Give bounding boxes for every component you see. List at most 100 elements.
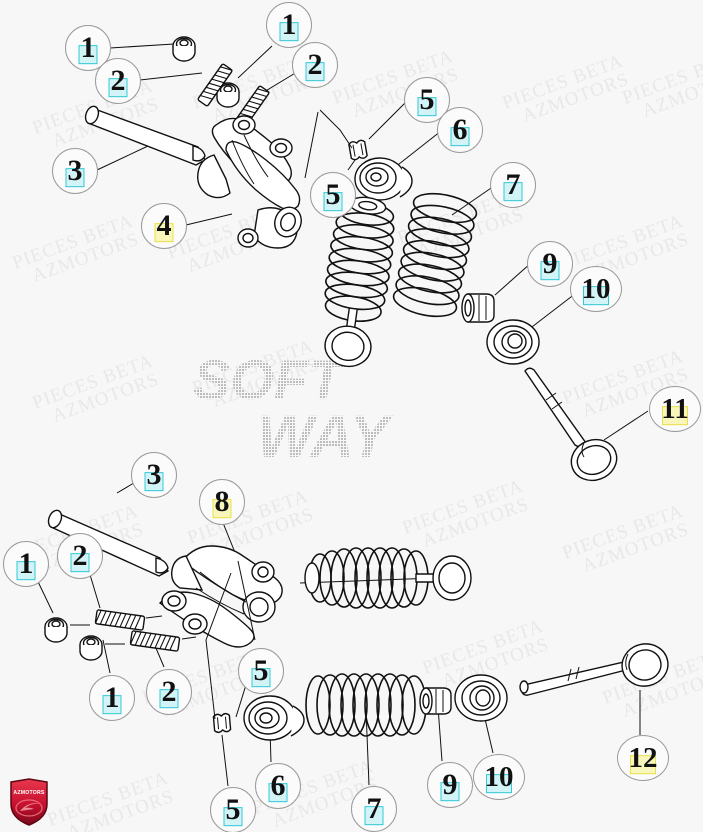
callout-number: 5: [419, 83, 435, 116]
callout-highlight-square: [102, 695, 122, 715]
azmotors-shield-logo: AZMOTORS: [10, 778, 48, 826]
callout-number: 7: [505, 168, 521, 201]
callout-highlight-square: [450, 127, 470, 147]
watermark-line-1: PIECES BETA: [44, 767, 172, 831]
callout-highlight-square: [78, 45, 98, 65]
callout-number: 1: [104, 681, 120, 714]
watermark-line-1: PIECES BETA: [559, 500, 687, 564]
callout-2[interactable]: 2: [57, 533, 103, 579]
callout-5[interactable]: 5: [210, 787, 256, 832]
callout-highlight-square: [583, 286, 609, 306]
callout-highlight-square: [108, 78, 128, 98]
callout-1[interactable]: 1: [3, 541, 49, 587]
callout-highlight-square: [503, 182, 523, 202]
callout-number: 4: [156, 209, 172, 242]
callout-1[interactable]: 1: [65, 25, 111, 71]
watermark-line-2: AZMOTORS: [29, 229, 143, 288]
callout-4[interactable]: 4: [141, 203, 187, 249]
softway-watermark: SOFT WAY: [193, 348, 394, 465]
watermark-line-2: AZMOTORS: [49, 369, 163, 428]
callout-1[interactable]: 1: [89, 675, 135, 721]
callout-9[interactable]: 9: [427, 762, 473, 808]
callout-3[interactable]: 3: [131, 452, 177, 498]
callout-number: 9: [442, 768, 458, 801]
watermark-line-2: AZMOTORS: [579, 519, 693, 578]
callout-number: 5: [253, 654, 269, 687]
callout-6[interactable]: 6: [255, 763, 301, 809]
watermark-line-2: AZMOTORS: [419, 494, 533, 553]
callout-11[interactable]: 11: [649, 386, 701, 432]
svg-text:SOFT: SOFT: [193, 348, 347, 411]
callout-10[interactable]: 10: [570, 266, 622, 312]
callout-highlight-square: [630, 755, 656, 775]
watermark-line-2: AZMOTORS: [639, 64, 703, 123]
watermark-line-1: PIECES BETA: [619, 45, 703, 109]
callout-1[interactable]: 1: [266, 2, 312, 48]
watermark-line-2: AZMOTORS: [519, 69, 633, 128]
callout-highlight-square: [305, 62, 325, 82]
callout-number: 2: [110, 64, 126, 97]
callout-5[interactable]: 5: [238, 648, 284, 694]
callout-highlight-square: [154, 223, 174, 243]
callout-number: 8: [214, 485, 230, 518]
watermark-line-1: PIECES BETA: [29, 350, 157, 414]
callout-number: 7: [366, 792, 382, 825]
callout-number: 2: [161, 675, 177, 708]
svg-text:WAY: WAY: [257, 403, 394, 465]
callout-9[interactable]: 9: [527, 241, 573, 287]
callout-highlight-square: [223, 807, 243, 827]
callout-number: 12: [628, 741, 658, 774]
callout-highlight-square: [268, 783, 288, 803]
callout-highlight-square: [364, 806, 384, 826]
callout-6[interactable]: 6: [437, 107, 483, 153]
callout-3[interactable]: 3: [52, 148, 98, 194]
callout-8[interactable]: 8: [199, 479, 245, 525]
callout-highlight-square: [65, 168, 85, 188]
watermark-line-2: AZMOTORS: [64, 786, 178, 832]
callout-number: 11: [661, 392, 689, 425]
callout-7[interactable]: 7: [351, 786, 397, 832]
callout-number: 1: [281, 8, 297, 41]
callout-12[interactable]: 12: [617, 735, 669, 781]
watermark-line-2: AZMOTORS: [184, 219, 298, 278]
watermark-line-1: PIECES BETA: [9, 210, 137, 274]
callout-highlight-square: [486, 774, 512, 794]
callout-highlight-square: [417, 97, 437, 117]
callout-highlight-square: [440, 782, 460, 802]
watermark-line-2: AZMOTORS: [619, 664, 703, 723]
watermark-line-2: AZMOTORS: [209, 354, 323, 413]
watermark-line-2: AZMOTORS: [49, 94, 163, 153]
svg-text:AZMOTORS: AZMOTORS: [13, 790, 45, 796]
callout-2[interactable]: 2: [292, 42, 338, 88]
callout-highlight-square: [662, 406, 688, 426]
callout-10[interactable]: 10: [473, 754, 525, 800]
callout-5[interactable]: 5: [310, 172, 356, 218]
callout-number: 5: [225, 793, 241, 826]
callout-number: 6: [452, 113, 468, 146]
callout-highlight-square: [159, 689, 179, 709]
watermark-line-2: AZMOTORS: [414, 204, 528, 263]
watermark-line-1: PIECES BETA: [599, 645, 703, 709]
callout-number: 3: [146, 458, 162, 491]
callout-number: 2: [307, 48, 323, 81]
watermark-line-1: PIECES BETA: [189, 335, 317, 399]
callout-highlight-square: [540, 261, 560, 281]
callout-number: 1: [18, 547, 34, 580]
callout-7[interactable]: 7: [490, 162, 536, 208]
watermark-line-1: PIECES BETA: [399, 475, 527, 539]
callout-2[interactable]: 2: [146, 669, 192, 715]
callout-number: 10: [581, 272, 611, 305]
callout-2[interactable]: 2: [95, 58, 141, 104]
callout-5[interactable]: 5: [404, 77, 450, 123]
callout-number: 2: [72, 539, 88, 572]
callout-highlight-square: [279, 22, 299, 42]
